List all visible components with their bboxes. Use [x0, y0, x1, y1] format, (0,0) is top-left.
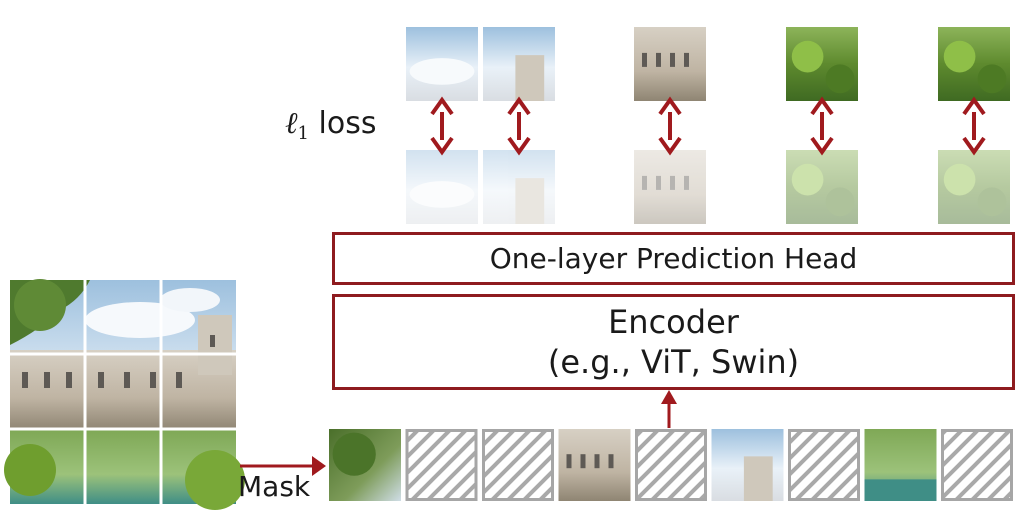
visible-patch — [558, 429, 631, 501]
leaf-shape — [825, 187, 855, 217]
mask-label: Mask — [238, 470, 311, 503]
patch-image — [483, 150, 555, 224]
cloud-shape — [409, 181, 475, 208]
prediction-head-box: One-layer Prediction Head — [332, 232, 1015, 285]
tower-shape — [515, 178, 545, 224]
cloud-shape — [85, 302, 195, 338]
predicted-patch — [483, 150, 555, 224]
water-shape — [864, 479, 937, 501]
target-patch — [938, 27, 1010, 101]
mask-hatch — [482, 429, 554, 501]
leaf-shape — [943, 40, 976, 73]
predicted-patch — [938, 150, 1010, 224]
loss-double-arrow — [507, 96, 531, 156]
target-patch — [406, 27, 478, 101]
patch-image — [786, 150, 858, 224]
masked-patch-sequence — [329, 429, 1013, 501]
masked-patch — [788, 429, 860, 501]
mask-hatch — [941, 429, 1013, 501]
target-patch — [634, 27, 706, 101]
encoder-box: Encoder (e.g., ViT, Swin) — [332, 294, 1015, 390]
bush-shape — [4, 444, 56, 496]
tree-foliage-shape — [14, 279, 66, 331]
encoder-examples: (e.g., ViT, Swin) — [547, 343, 800, 381]
patch-grid — [10, 280, 236, 504]
mask-hatch — [788, 429, 860, 501]
visible-patch — [864, 429, 937, 501]
loss-label: ℓ1 loss — [285, 106, 376, 144]
predicted-patch — [634, 150, 706, 224]
loss-double-arrow — [962, 96, 986, 156]
predicted-patches — [406, 150, 1010, 224]
masked-patch — [482, 429, 554, 501]
foliage-shape — [332, 432, 376, 476]
masked-patch — [941, 429, 1013, 501]
tower-shape — [515, 55, 545, 101]
visible-patch — [329, 429, 401, 501]
mask-hatch — [635, 429, 707, 501]
leaf-shape — [977, 64, 1007, 94]
leaf-shape — [791, 163, 824, 196]
patch-image — [634, 150, 706, 224]
leaf-shape — [825, 64, 855, 94]
encoder-title: Encoder — [608, 303, 739, 341]
leaf-shape — [943, 163, 976, 196]
mask-hatch — [405, 429, 478, 501]
encoder-input-arrow — [661, 390, 677, 428]
visible-patch — [711, 429, 784, 501]
bush-shape — [185, 450, 245, 510]
window-shapes — [642, 52, 689, 67]
loss-double-arrow — [430, 96, 454, 156]
leaf-shape — [977, 187, 1007, 217]
predicted-patch — [786, 150, 858, 224]
loss-arrows — [430, 96, 986, 156]
castle-windows — [22, 335, 215, 388]
loss-double-arrow — [810, 96, 834, 156]
patch-image — [938, 150, 1010, 224]
input-image — [4, 279, 245, 510]
predicted-patch — [406, 150, 478, 224]
window-shapes — [566, 454, 614, 469]
tower-shape — [743, 456, 773, 501]
masked-patch — [405, 429, 478, 501]
target-patch — [483, 27, 555, 101]
loss-symbol: ℓ — [285, 106, 298, 141]
cloud-shape — [409, 58, 475, 85]
mask-arrow — [240, 456, 326, 476]
cloud-shape — [160, 288, 220, 312]
masked-patch — [635, 429, 707, 501]
target-patch — [786, 27, 858, 101]
target-patches — [406, 27, 1010, 101]
window-shapes — [642, 175, 689, 190]
loss-word: loss — [318, 106, 377, 141]
prediction-head-label: One-layer Prediction Head — [489, 242, 858, 275]
loss-subscript: 1 — [297, 123, 309, 144]
patch-image — [406, 150, 478, 224]
loss-double-arrow — [658, 96, 682, 156]
leaf-shape — [791, 40, 824, 73]
